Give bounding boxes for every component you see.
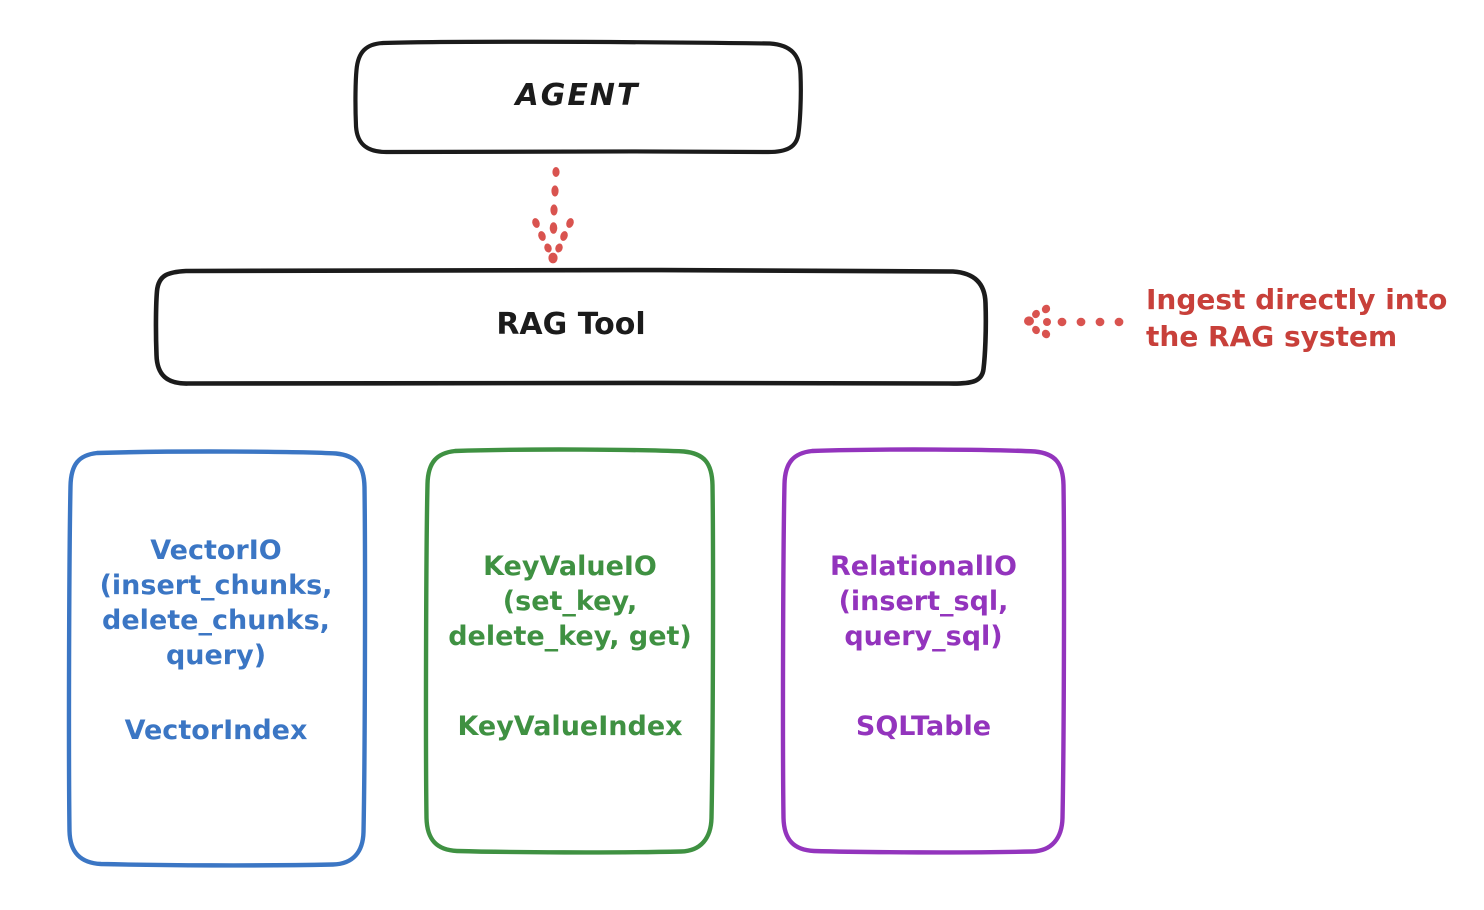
agent-node-label: AGENT [515,78,640,113]
vector-provider-resource-label: VectorIndex [124,715,308,746]
relational-provider-node[interactable] [780,447,1067,855]
relational-provider-resource-label: SQLTable [855,711,992,742]
keyvalue-provider-api-label: KeyValueIO (set_key, delete_key, get) [448,551,692,653]
keyvalue-provider-node[interactable] [423,447,716,855]
rag-tool-node-label: RAG Tool [496,307,646,342]
vector-provider-api-label: VectorIO (insert_chunks, delete_chunks, … [99,535,333,672]
ingest-annotation-label: Ingest directly into the RAG system [1146,283,1448,354]
connector-annotation-to-ragtool-icon [1024,304,1124,339]
keyvalue-provider-resource-label: KeyValueIndex [457,711,683,742]
vector-provider-node[interactable] [66,449,368,868]
relational-provider-api-label: RelationalIO (insert_sql, query_sql) [830,551,1017,653]
connector-agent-to-ragtool-icon [532,167,574,264]
agent-node[interactable] [353,39,803,155]
rag-tool-node[interactable] [153,267,989,386]
